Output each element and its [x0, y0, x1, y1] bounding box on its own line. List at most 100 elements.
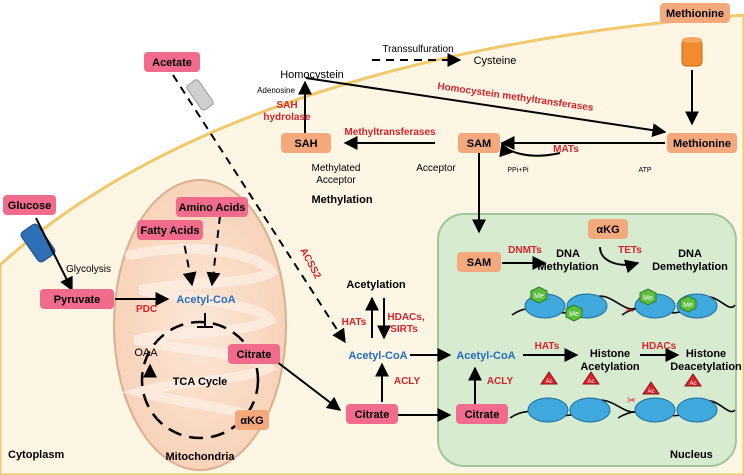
histone-acetylation-label: Histone	[590, 348, 630, 360]
fatty-acids-box: Fatty Acids	[137, 220, 203, 240]
pathway-arrows	[35, 70, 699, 422]
svg-text:Methionine: Methionine	[673, 138, 731, 150]
svg-text:Pyruvate: Pyruvate	[54, 294, 100, 306]
tets-label: TETs	[618, 245, 642, 256]
nucleus-label: Nucleus	[670, 449, 713, 461]
svg-text:Me: Me	[534, 293, 544, 300]
cysteine-label: Cysteine	[474, 55, 517, 67]
svg-text:αKG: αKG	[240, 415, 263, 427]
citrate-mito-box: Citrate	[228, 344, 280, 364]
oaa-label: OAA	[134, 347, 158, 359]
methionine-right-box: Methionine	[667, 133, 737, 153]
sah-box: SAH	[281, 133, 331, 153]
mitochondria-cristae	[121, 243, 280, 425]
atp-label: ATP	[638, 167, 651, 174]
svg-text:SAM: SAM	[467, 257, 491, 269]
glucose-box: Glucose	[3, 195, 56, 215]
sam-nuc-box: SAM	[457, 252, 501, 272]
svg-text:Fatty Acids: Fatty Acids	[141, 225, 200, 237]
svg-text:Ac: Ac	[587, 379, 594, 385]
acetyl-coa-nuc-label: Acetyl-CoA	[456, 350, 515, 362]
svg-text:✂: ✂	[627, 395, 636, 407]
scissors-icon: ✂	[625, 305, 634, 317]
svg-text:Me: Me	[683, 302, 693, 309]
dna-methylation-label-2: Methylation	[537, 261, 598, 273]
acetyl-mark-icon: Ac	[540, 371, 558, 385]
scissors-icon: ✂	[627, 395, 636, 407]
svg-text:Methionine: Methionine	[666, 8, 724, 20]
methyltransferases-label: Methyltransferases	[344, 127, 436, 138]
svg-text:✂: ✂	[625, 305, 634, 317]
acetyl-mark-icon: Ac	[642, 381, 660, 395]
cytoplasm-label: Cytoplasm	[8, 449, 64, 461]
hdacs-sirts-label-2: SIRTs	[390, 324, 418, 335]
svg-text:SAM: SAM	[467, 138, 491, 150]
histone-acetylation-label-2: Acetylation	[580, 361, 640, 373]
sah-hydrolase-label: SAH	[276, 100, 297, 111]
nucleosome-group-4	[617, 397, 736, 423]
tca-cycle-label: TCA Cycle	[173, 376, 228, 388]
svg-text:Glucose: Glucose	[8, 200, 51, 212]
acetate-box: Acetate	[144, 52, 200, 72]
svg-text:Ac: Ac	[689, 381, 696, 387]
acetyl-mark-icon: Ac	[684, 373, 702, 387]
acetyl-coa-cyto-label: Acetyl-CoA	[348, 350, 407, 362]
methylated-acceptor-label: Methylated	[312, 163, 361, 174]
acetyl-coa-mito-label: Acetyl-CoA	[176, 294, 235, 306]
svg-text:Acetate: Acetate	[152, 57, 192, 69]
svg-text:Me: Me	[569, 311, 579, 318]
mats-label: MATs	[553, 144, 579, 155]
methionine-top-box: Methionine	[660, 3, 730, 23]
sam-cyto-box: SAM	[458, 133, 500, 153]
methyl-mark-icon: Me	[639, 288, 657, 306]
hdacs-nuc-label: HDACs	[642, 341, 677, 352]
svg-text:Citrate: Citrate	[355, 409, 390, 421]
pdc-label: PDC	[136, 304, 157, 315]
pyruvate-box: Pyruvate	[40, 289, 114, 309]
histone-deacetylation-label-2: Deacetylation	[670, 361, 742, 373]
dnmts-label: DNMTs	[508, 245, 542, 256]
svg-text:Ac: Ac	[545, 379, 552, 385]
hats-cyto-label: HATs	[342, 317, 367, 328]
svg-text:Ac: Ac	[647, 389, 654, 395]
dna-demethylation-label-2: Demethylation	[652, 261, 728, 273]
nucleosome-group-3	[509, 397, 641, 423]
methyl-mark-icon: Me	[679, 295, 697, 313]
acetate-transporter-icon	[186, 79, 214, 111]
svg-text:SAH: SAH	[294, 138, 317, 150]
glycolysis-label: Glycolysis	[66, 264, 111, 275]
hats-nuc-label: HATs	[535, 341, 560, 352]
pathway-arrows-dashed	[172, 53, 462, 344]
svg-text:Citrate: Citrate	[465, 409, 500, 421]
transsulfuration-label: Transsulfuration	[382, 44, 453, 55]
akg-nuc-box: αKG	[588, 219, 628, 239]
methyl-mark-icon: Me	[530, 286, 548, 304]
svg-text:Citrate: Citrate	[237, 349, 272, 361]
acetylation-label: Acetylation	[346, 279, 406, 291]
acly-nuc-label: ACLY	[487, 376, 514, 387]
svg-text:Me: Me	[643, 295, 653, 302]
citrate-cyto-box: Citrate	[346, 404, 398, 424]
methyl-mark-icon: Me	[565, 304, 583, 322]
hdacs-sirts-label: HDACs,	[387, 312, 424, 323]
acetyl-mark-icon: Ac	[582, 371, 600, 385]
svg-text:Amino Acids: Amino Acids	[179, 202, 246, 214]
citrate-nuc-box: Citrate	[456, 404, 508, 424]
amino-acids-box: Amino Acids	[176, 197, 248, 217]
methylated-acceptor-label-2: Acceptor	[316, 175, 356, 186]
acceptor-label: Acceptor	[416, 163, 456, 174]
methionine-transporter-icon	[681, 37, 703, 67]
tca-cycle-circle	[140, 320, 260, 440]
ppi-pi-label: PPi+Pi	[507, 167, 529, 174]
dna-demethylation-label: DNA	[678, 248, 702, 260]
homocystein-label: Homocystein	[280, 69, 344, 81]
svg-text:αKG: αKG	[596, 224, 619, 236]
dna-methylation-label: DNA	[556, 248, 580, 260]
histone-deacetylation-label: Histone	[686, 348, 726, 360]
adenosine-label: Adenosine	[257, 86, 295, 95]
mitochondria-label: Mitochondria	[165, 451, 235, 463]
akg-mito-box: αKG	[235, 410, 269, 430]
sah-hydrolase-label-2: hydrolase	[263, 112, 311, 123]
acly-cyto-label: ACLY	[394, 376, 421, 387]
methylation-label: Methylation	[311, 194, 372, 206]
